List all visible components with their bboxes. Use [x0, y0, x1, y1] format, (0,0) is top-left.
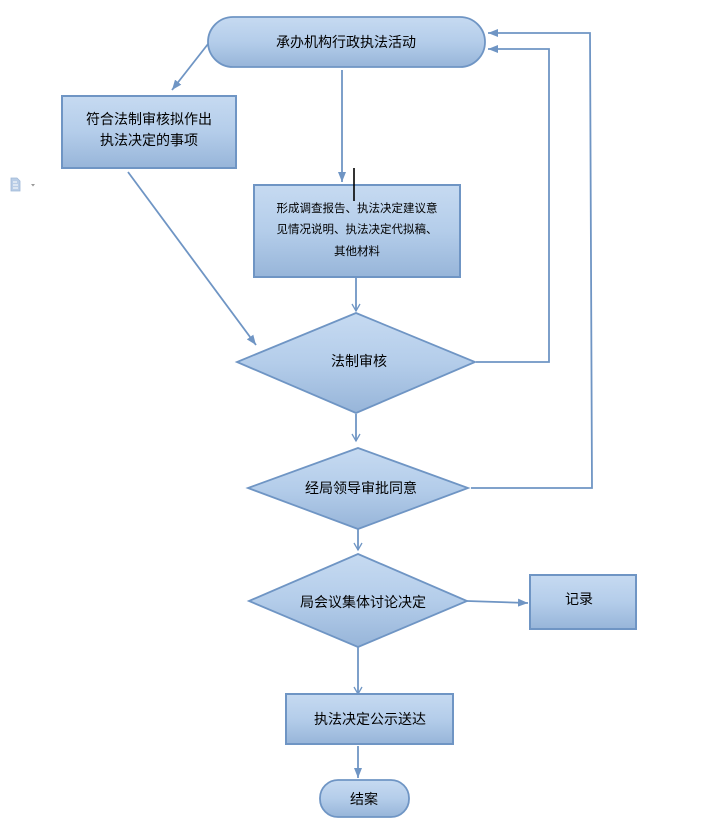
edge-leader-approval-loop-to-start: [471, 29, 593, 489]
legal-matter-label-line-2: 执法决定的事项: [100, 133, 198, 149]
report-label-line-2: 见情况说明、执法决定代拟稿、: [277, 222, 438, 236]
meeting-label: 局会议集体讨论决定: [300, 594, 426, 611]
legal-matter-label-line-1: 符合法制审核拟作出: [86, 112, 212, 128]
node-meeting[interactable]: 局会议集体讨论决定: [246, 553, 470, 648]
document-menu-button[interactable]: [10, 177, 40, 193]
node-leader-approval[interactable]: 经局领导审批同意: [245, 447, 471, 530]
start-terminator-shape: [207, 16, 486, 68]
node-report[interactable]: 形成调查报告、执法决定建议意 见情况说明、执法决定代拟稿、 其他材料: [253, 184, 461, 278]
edge-legal-review-loop-to-start: [476, 45, 550, 363]
publish-box-shape: [285, 693, 454, 745]
end-label: 结案: [350, 791, 378, 808]
dropdown-caret-icon: [31, 184, 35, 187]
legal-review-label: 法制审核: [331, 354, 387, 370]
document-icon: [10, 177, 21, 192]
report-label-line-3: 其他材料: [334, 244, 380, 258]
node-record[interactable]: 记录: [529, 574, 637, 630]
node-legal-matter[interactable]: 符合法制审核拟作出 执法决定的事项: [61, 95, 237, 169]
edge-meeting-to-record: [466, 598, 529, 607]
node-legal-review[interactable]: 法制审核: [234, 312, 478, 414]
leader-approval-diamond-shape: [245, 447, 471, 530]
end-terminator-shape: [319, 779, 410, 818]
legal-review-diamond-shape: [234, 312, 478, 414]
legal-matter-box-shape: [61, 95, 237, 169]
node-publish[interactable]: 执法决定公示送达: [285, 693, 454, 745]
connectors: [127, 29, 593, 778]
node-start[interactable]: 承办机构行政执法活动: [207, 16, 486, 68]
start-label: 承办机构行政执法活动: [276, 35, 416, 51]
record-label: 记录: [565, 592, 593, 608]
record-box-shape: [529, 574, 637, 630]
meeting-diamond-shape: [246, 553, 470, 648]
report-box-shape: [253, 184, 461, 278]
edge-start-to-legal-matter: [171, 43, 209, 91]
edge-legal-matter-to-legal-review: [127, 171, 257, 346]
node-end[interactable]: 结案: [319, 779, 410, 818]
report-label-line-1: 形成调查报告、执法决定建议意: [277, 201, 438, 215]
publish-label: 执法决定公示送达: [314, 712, 426, 728]
leader-approval-label: 经局领导审批同意: [305, 480, 417, 497]
